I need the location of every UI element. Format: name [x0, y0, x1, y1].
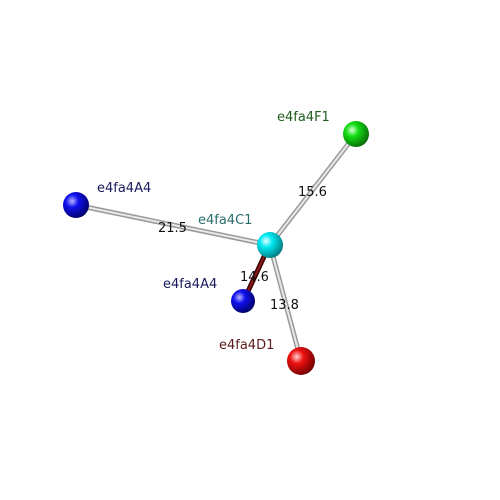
atoms: [63, 121, 369, 375]
atom-a4a[interactable]: [63, 192, 89, 218]
atom-labels: e4fa4F1 e4fa4A4 e4fa4C1 e4fa4A4 e4fa4D1: [97, 110, 330, 353]
atom-label-a4b: e4fa4A4: [163, 277, 217, 292]
atom-d1[interactable]: [287, 347, 315, 375]
distance-label-c1-d1: 13.8: [270, 298, 299, 313]
atom-f1[interactable]: [343, 121, 369, 147]
bonds: [73, 131, 359, 364]
bond-c1-f1-highlight: [269, 133, 357, 246]
atom-c1[interactable]: [257, 232, 283, 258]
atom-label-f1: e4fa4F1: [277, 110, 330, 125]
distance-label-c1-a4b: 14.6: [240, 270, 269, 285]
atom-label-d1: e4fa4D1: [219, 338, 274, 353]
distance-label-c1-f1: 15.6: [298, 185, 327, 200]
atom-label-c1: e4fa4C1: [198, 213, 252, 228]
distance-label-c1-a4a: 21.5: [158, 221, 187, 236]
distance-labels: 15.6 21.5 14.6 13.8: [158, 185, 327, 313]
bond-c1-a4a-highlight: [75, 204, 271, 246]
atom-label-a4a: e4fa4A4: [97, 181, 151, 196]
atom-a4b[interactable]: [231, 289, 255, 313]
bond-c1-d1-highlight: [269, 244, 302, 362]
